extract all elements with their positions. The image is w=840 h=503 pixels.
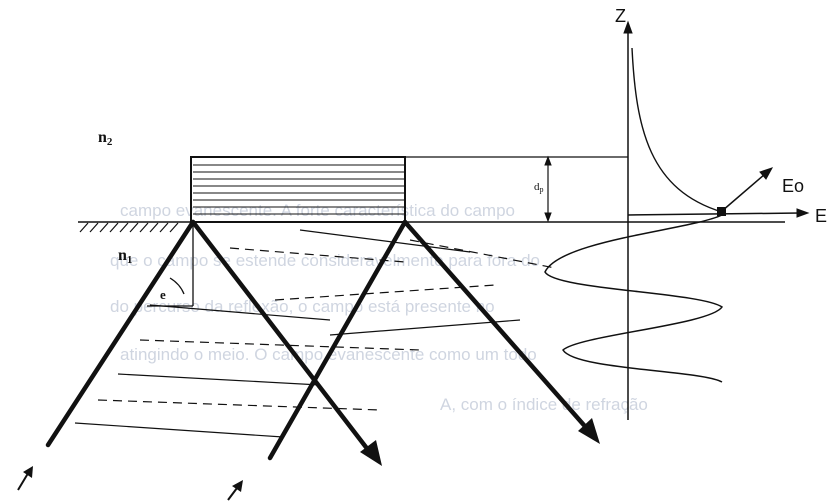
normal-line — [147, 222, 194, 307]
evanescent-decay-curve — [631, 47, 723, 213]
n2-label: n2 — [98, 129, 113, 148]
incidence-arrows — [17, 466, 243, 501]
bleed-line-3: do percurso da reflexão, o campo está pr… — [110, 297, 495, 316]
incident-ray-right — [267, 219, 408, 461]
reflected-ray-left — [190, 219, 375, 458]
bleed-line-5: A, com o índice de refração — [440, 395, 648, 414]
e0-vector — [721, 167, 774, 212]
dp-label: dp — [534, 181, 544, 194]
e0-label: Eo — [782, 176, 804, 196]
reflected-ray-right — [402, 219, 593, 435]
ray-arrowheads — [360, 418, 600, 466]
penetration-region — [190, 156, 628, 223]
e-axis-label: E — [815, 206, 827, 226]
rays — [45, 219, 593, 461]
curve-end-marker — [717, 207, 726, 216]
bleed-line-1: campo evanescente. A forte característic… — [120, 201, 515, 220]
dp-dimension: dp — [534, 155, 552, 223]
z-axis — [623, 20, 633, 420]
arrowhead-right — [578, 418, 600, 444]
wavefronts — [74, 229, 556, 438]
arrowhead-left — [360, 440, 382, 466]
z-axis-label: Z — [615, 6, 626, 26]
theta-label: e — [160, 287, 166, 302]
n1-label: n1 — [118, 247, 132, 266]
standing-wave-zigzag — [544, 214, 724, 383]
ground-hatching — [79, 222, 179, 233]
e-axis — [627, 208, 810, 218]
bleed-through-text: campo evanescente. A forte característic… — [110, 201, 648, 414]
incident-ray-left — [45, 219, 196, 448]
